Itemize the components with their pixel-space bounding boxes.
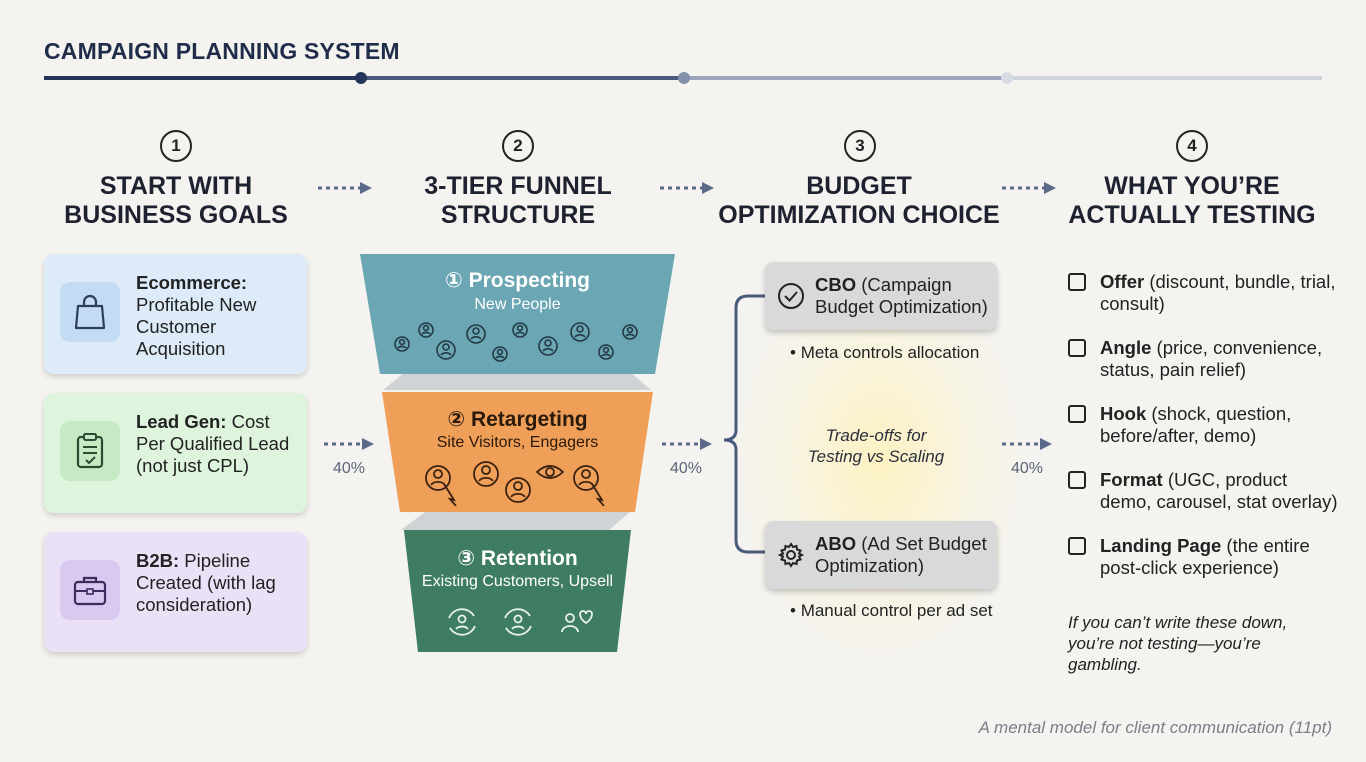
funnel-label-retention: ③ Retention [457, 547, 578, 570]
goal-card-b2b: B2B: Pipeline Created (with lag consider… [44, 532, 307, 652]
goal-text-b2b: B2B: Pipeline Created (with lag consider… [136, 550, 276, 615]
checkbox-icon [1068, 339, 1086, 357]
cbo-box: CBO (Campaign Budget Optimization) [765, 262, 997, 330]
checkbox-icon [1068, 537, 1086, 555]
gear-icon [777, 542, 805, 568]
cbo-text: CBO (Campaign Budget Optimization) [815, 274, 988, 317]
goals-to-funnel-arrow [324, 438, 374, 450]
cbo-bullet: • Meta controls allocation [790, 343, 980, 362]
clipboard-icon [60, 421, 120, 481]
test-item-landing-page: Landing Page (the entire post-click expe… [1068, 535, 1338, 581]
test-item-hook: Hook (shock, question, before/after, dem… [1068, 403, 1338, 449]
progress-node-2 [678, 72, 690, 84]
loyalty-icons-retention [448, 608, 593, 636]
funnel-sub-prospecting: New People [474, 296, 561, 313]
funnel-label-retargeting: ② Retargeting [447, 408, 588, 431]
funnel-sub-retention: Existing Customers, Upsell [421, 573, 614, 590]
header-arrow-3 [1002, 182, 1056, 194]
goal-text-ecommerce: Ecommerce:Profitable New Customer Acquis… [136, 272, 257, 359]
step-number-2: 2 [502, 130, 534, 162]
step-number-4: 4 [1176, 130, 1208, 162]
footer-caption: A mental model for client communication … [978, 718, 1332, 737]
step-number-1: 1 [160, 130, 192, 162]
test-item-format: Format (UGC, product demo, carousel, sta… [1068, 469, 1338, 515]
briefcase-icon [60, 560, 120, 620]
checkbox-icon [1068, 405, 1086, 423]
test-item-offer: Offer (discount, bundle, trial, consult) [1068, 271, 1338, 317]
abo-text: ABO (Ad Set Budget Optimization) [815, 533, 987, 576]
goal-card-ecommerce: Ecommerce:Profitable New Customer Acquis… [44, 254, 307, 374]
goal-text-leadgen: Lead Gen: Cost Per Qualified Lead (not j… [136, 411, 290, 476]
testing-warning-note: If you can’t write these down, you’re no… [1068, 613, 1288, 674]
shopping-bag-icon [60, 282, 120, 342]
step-number-3: 3 [844, 130, 876, 162]
budget-to-testing-arrow [1002, 438, 1052, 450]
goal-card-leadgen: Lead Gen: Cost Per Qualified Lead (not j… [44, 393, 307, 513]
percent-label-2: 40% [670, 460, 703, 477]
progress-line [44, 72, 1322, 84]
check-circle-icon [778, 283, 804, 309]
checkbox-icon [1068, 471, 1086, 489]
checkbox-icon [1068, 273, 1086, 291]
budget-bracket [723, 294, 767, 554]
funnel-label-prospecting: ① Prospecting [445, 269, 590, 292]
progress-node-3 [1001, 72, 1013, 84]
percent-label-1: 40% [333, 460, 366, 477]
abo-box: ABO (Ad Set Budget Optimization) [765, 521, 997, 589]
funnel-sub-retargeting: Site Visitors, Engagers [436, 434, 599, 451]
people-icons-prospecting [394, 322, 638, 362]
test-item-angle: Angle (price, convenience, status, pain … [1068, 337, 1338, 383]
header-arrow-1 [318, 182, 372, 194]
funnel-to-budget-arrow [662, 438, 712, 450]
engager-icons-retargeting [425, 461, 605, 506]
header-arrow-2 [660, 182, 714, 194]
page-title: CAMPAIGN PLANNING SYSTEM [44, 38, 400, 64]
abo-bullet: • Manual control per ad set [790, 601, 993, 620]
percent-label-3: 40% [1011, 460, 1044, 477]
progress-node-1 [355, 72, 367, 84]
